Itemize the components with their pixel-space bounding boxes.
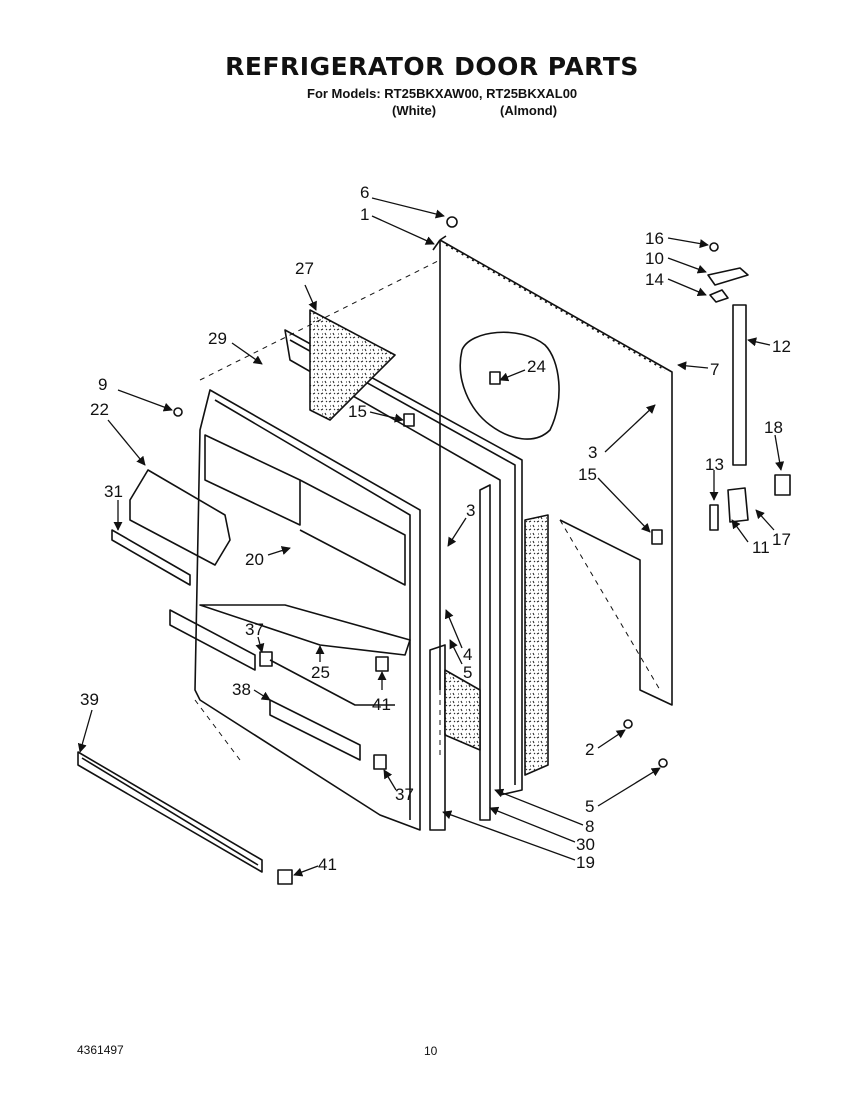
callout-20: 20: [245, 550, 264, 569]
callout-31: 31: [104, 482, 123, 501]
callout-14: 14: [645, 270, 664, 289]
outer-door-panel: [439, 239, 673, 706]
callout-5: 5: [585, 797, 594, 816]
part-number: 4361497: [77, 1043, 124, 1057]
callout-7: 7: [710, 360, 719, 379]
end-cap-41: [277, 869, 293, 885]
callout-41: 41: [372, 695, 391, 714]
callout-3: 3: [466, 501, 475, 520]
callout-1: 1: [360, 205, 369, 224]
door-liner: [194, 389, 421, 831]
callout-10: 10: [645, 249, 664, 268]
callout-3: 3: [588, 443, 597, 462]
models-line: For Models: RT25BKXAW00, RT25BKXAL00: [307, 86, 578, 101]
dairy-compartment-door: [129, 469, 231, 566]
callout-39: 39: [80, 690, 99, 709]
callout-9: 9: [98, 375, 107, 394]
callout-29: 29: [208, 329, 227, 348]
callout-25: 25: [311, 663, 330, 682]
callout-5: 5: [463, 663, 472, 682]
color-almond-label: (Almond): [500, 103, 558, 118]
foam-insulation-patch: [459, 331, 560, 440]
hinge-pin-bar: [732, 304, 747, 466]
callout-27: 27: [295, 259, 314, 278]
callout-15: 15: [348, 402, 367, 421]
callout-37: 37: [395, 785, 414, 804]
callout-15: 15: [578, 465, 597, 484]
callout-8: 8: [585, 817, 594, 836]
bottom-trim-rail: [77, 751, 263, 873]
callout-12: 12: [772, 337, 791, 356]
callout-16: 16: [645, 229, 664, 248]
callout-41: 41: [318, 855, 337, 874]
color-white-label: (White): [392, 103, 437, 118]
callout-18: 18: [764, 418, 783, 437]
callout-37: 37: [245, 620, 264, 639]
callout-6: 6: [360, 183, 369, 202]
callout-11: 11: [752, 538, 770, 557]
callout-4: 4: [463, 645, 472, 664]
callout-30: 30: [576, 835, 595, 854]
callout-38: 38: [232, 680, 251, 699]
callout-17: 17: [772, 530, 791, 549]
upper-hinge: [707, 267, 749, 286]
callout-2: 2: [585, 740, 594, 759]
page-title: REFRIGERATOR DOOR PARTS: [225, 52, 639, 81]
callout-24: 24: [527, 357, 546, 376]
callout-13: 13: [705, 455, 724, 474]
callout-19: 19: [576, 853, 595, 872]
callout-22: 22: [90, 400, 109, 419]
page-number: 10: [424, 1044, 438, 1058]
